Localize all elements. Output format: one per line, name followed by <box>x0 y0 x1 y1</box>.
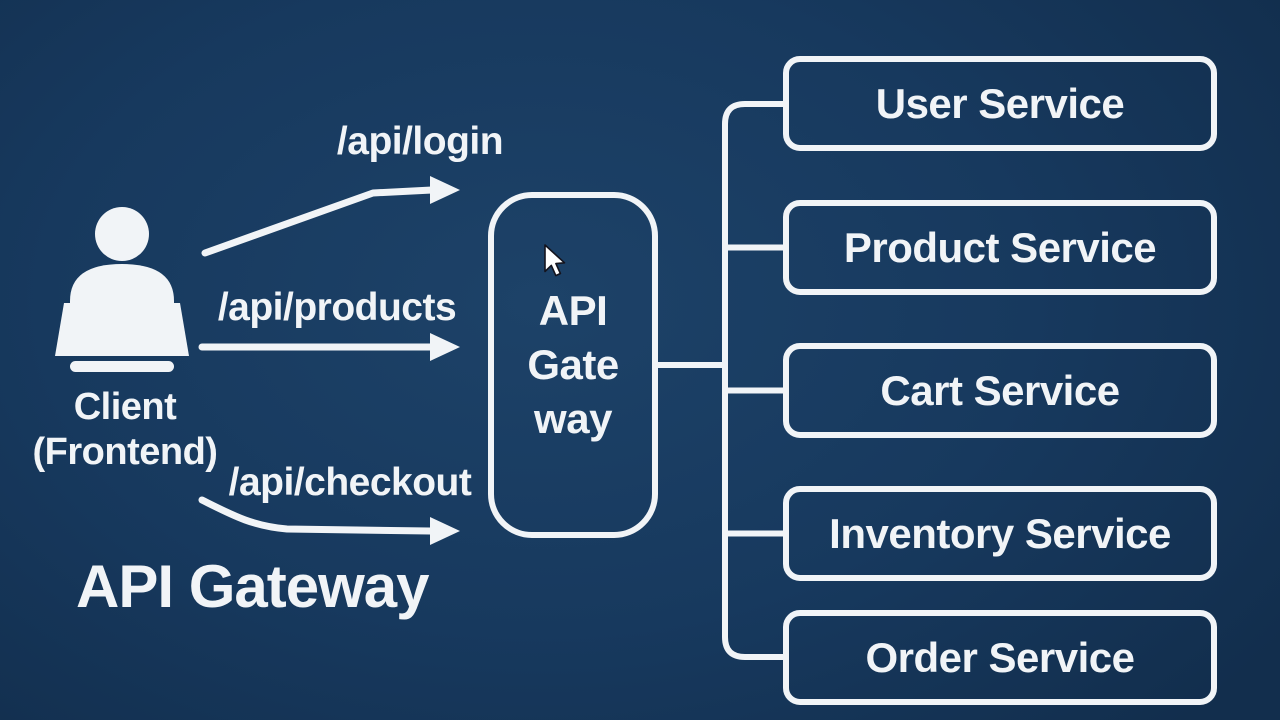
service-node-cart: Cart Service <box>783 343 1217 438</box>
page-title: API Gateway <box>76 553 429 620</box>
client-head <box>95 207 149 261</box>
arrow-login <box>201 186 436 257</box>
client-icon <box>55 207 189 372</box>
service-node-inventory: Inventory Service <box>783 486 1217 581</box>
service-node-product: Product Service <box>783 200 1217 295</box>
gateway-node-line2: Gate <box>527 341 619 388</box>
connector-trunk <box>722 101 786 660</box>
mouse-cursor-icon <box>544 244 566 277</box>
client-caption-line1: Client <box>73 386 177 428</box>
arrow-login-head <box>430 176 460 204</box>
service-node-user: User Service <box>783 56 1217 151</box>
service-node-order: Order Service <box>783 610 1217 705</box>
client-caption-line2: (Frontend) <box>32 431 218 473</box>
gateway-node-line1: API <box>538 287 608 334</box>
arrow-checkout-head <box>430 517 460 545</box>
service-connector-tree <box>655 101 786 660</box>
route-label-checkout: /api/checkout <box>228 461 472 504</box>
client-laptop-base <box>70 361 174 372</box>
client-laptop <box>55 303 189 356</box>
gateway-node-line3: way <box>534 395 612 442</box>
client-caption: Client (Frontend) <box>0 385 250 475</box>
arrow-products-head <box>430 333 460 361</box>
gateway-node: API Gate way <box>488 192 658 538</box>
route-label-login: /api/login <box>336 120 504 163</box>
route-label-products: /api/products <box>217 286 457 329</box>
arrow-checkout <box>198 496 434 535</box>
